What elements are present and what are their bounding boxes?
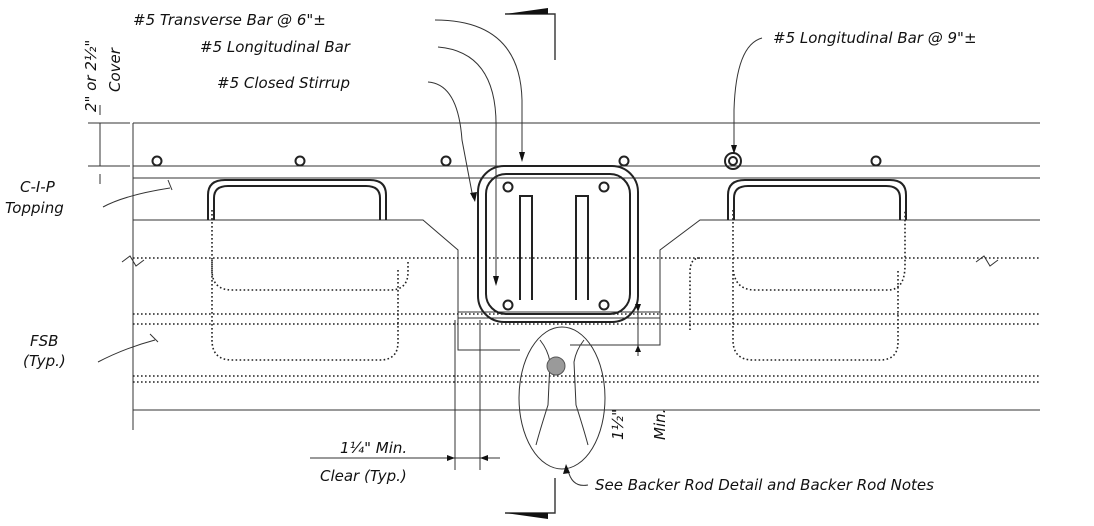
label-longitudinal-bar: #5 Longitudinal Bar [200,38,351,56]
label-min-1-2: 1½" [609,409,627,440]
label-min-1-4: 1¼" Min. [340,439,407,457]
label-transverse-bar: #5 Transverse Bar @ 6"± [133,11,326,29]
leader-lines [97,19,763,486]
strand-lines [133,210,1040,383]
label-backer-rod: See Backer Rod Detail and Backer Rod Not… [595,476,934,494]
section-cut-markers [505,8,556,519]
cip-topping [133,122,1040,179]
longitudinal-bars [151,152,882,311]
fsb-left [121,123,1040,430]
label-cover-dim: 2" or 2½" [82,40,100,112]
label-cip: C-I-P [20,178,56,196]
dimension-lines [88,105,641,470]
labels: #5 Transverse Bar @ 6"± #5 Longitudinal … [5,11,977,494]
closed-stirrup [477,165,639,323]
label-longitudinal-bar-9: #5 Longitudinal Bar @ 9"± [773,29,977,47]
label-fsb-typ: (Typ.) [23,352,66,370]
hat-bars [207,179,907,220]
backer-rod [518,326,606,470]
label-closed-stirrup: #5 Closed Stirrup [217,74,350,92]
label-clear-typ: Clear (Typ.) [320,467,407,485]
label-min: Min. [651,409,669,440]
label-fsb: FSB [30,332,58,350]
fsb-right [570,219,1040,346]
label-topping: Topping [5,199,64,217]
label-cover: Cover [106,47,124,92]
